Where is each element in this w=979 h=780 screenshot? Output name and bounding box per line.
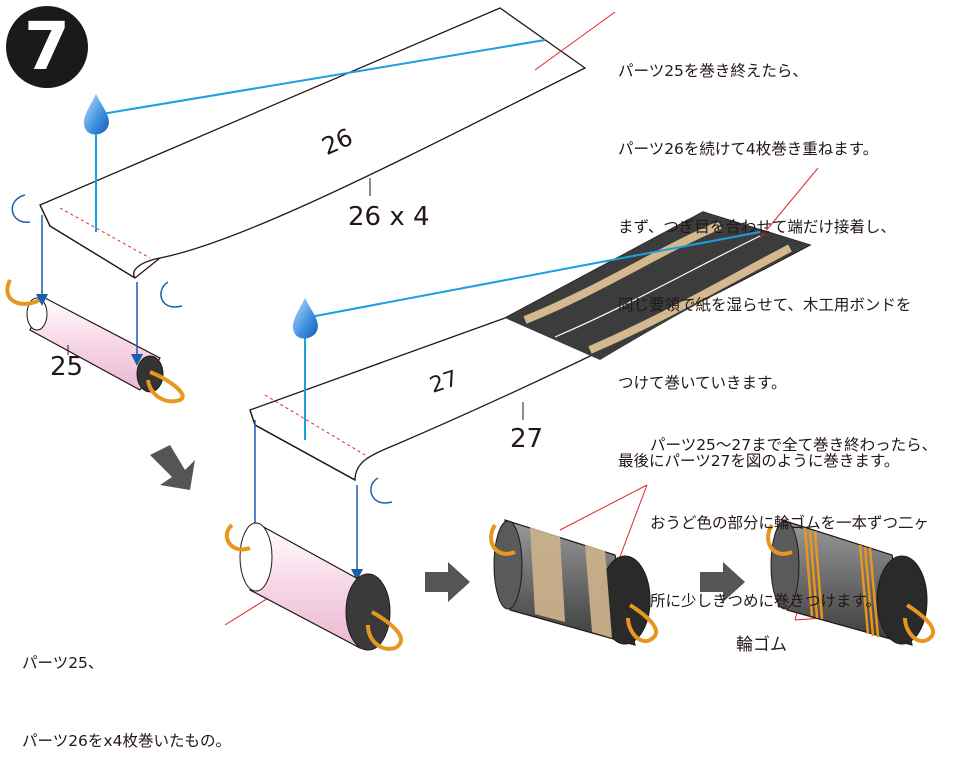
guide-lines bbox=[95, 39, 761, 440]
instruction-mid: パーツ25〜27まで全て巻き終わったら、 おうど色の部分に輪ゴムを一本ずつ二ヶ … bbox=[650, 380, 937, 640]
roll-with-rubber-bands bbox=[766, 519, 936, 646]
instruction-line: つけて巻いていきます。 bbox=[618, 374, 787, 392]
instruction-line: パーツ25、 bbox=[22, 654, 104, 672]
instruction-line: まず、つぎ目を合わせて端だけ接着し、 bbox=[618, 218, 896, 236]
diagonal-arrow-icon bbox=[150, 445, 195, 490]
step-number-badge: 7 bbox=[6, 6, 88, 88]
instruction-line: パーツ26を続けて4枚巻き重ねます。 bbox=[618, 140, 879, 158]
roll-25 bbox=[5, 279, 185, 404]
instruction-top: パーツ25を巻き終えたら、 パーツ26を続けて4枚巻き重ねます。 まず、つぎ目を… bbox=[618, 6, 911, 500]
roll-25-label: 25 bbox=[50, 352, 84, 382]
roll-gray-banded bbox=[489, 519, 659, 646]
roll-combined bbox=[224, 522, 403, 651]
strip-26 bbox=[39, 7, 587, 279]
water-drop-icon bbox=[292, 298, 318, 339]
instruction-line: おうど色の部分に輪ゴムを一本ずつ二ヶ bbox=[650, 514, 930, 532]
right-arrow-icon bbox=[425, 562, 470, 602]
rotation-arrows bbox=[11, 194, 393, 504]
instruction-bottom: パーツ25、 パーツ26をx4枚巻いたもの。 bbox=[22, 598, 231, 780]
instruction-line: 同じ要領で紙を湿らせて、木工用ボンドを bbox=[618, 296, 912, 314]
assembly-diagram bbox=[5, 7, 936, 651]
drop-arrows bbox=[36, 215, 363, 581]
instruction-line: 最後にパーツ27を図のように巻きます。 bbox=[618, 452, 900, 470]
rubber-band-label: 輪ゴム bbox=[736, 635, 787, 655]
strip-27-label: 27 bbox=[510, 424, 544, 454]
instruction-line: 所に少しきつめに巻きつけます。 bbox=[650, 592, 881, 610]
instruction-line: パーツ25を巻き終えたら、 bbox=[618, 62, 808, 80]
water-drop-icon bbox=[83, 94, 109, 135]
instruction-line: パーツ25〜27まで全て巻き終わったら、 bbox=[650, 436, 938, 454]
strip-27 bbox=[249, 211, 812, 482]
strip-26-count-label: 26 x 4 bbox=[348, 202, 430, 232]
instruction-line: パーツ26をx4枚巻いたもの。 bbox=[22, 732, 231, 750]
right-arrow-icon bbox=[700, 562, 745, 602]
